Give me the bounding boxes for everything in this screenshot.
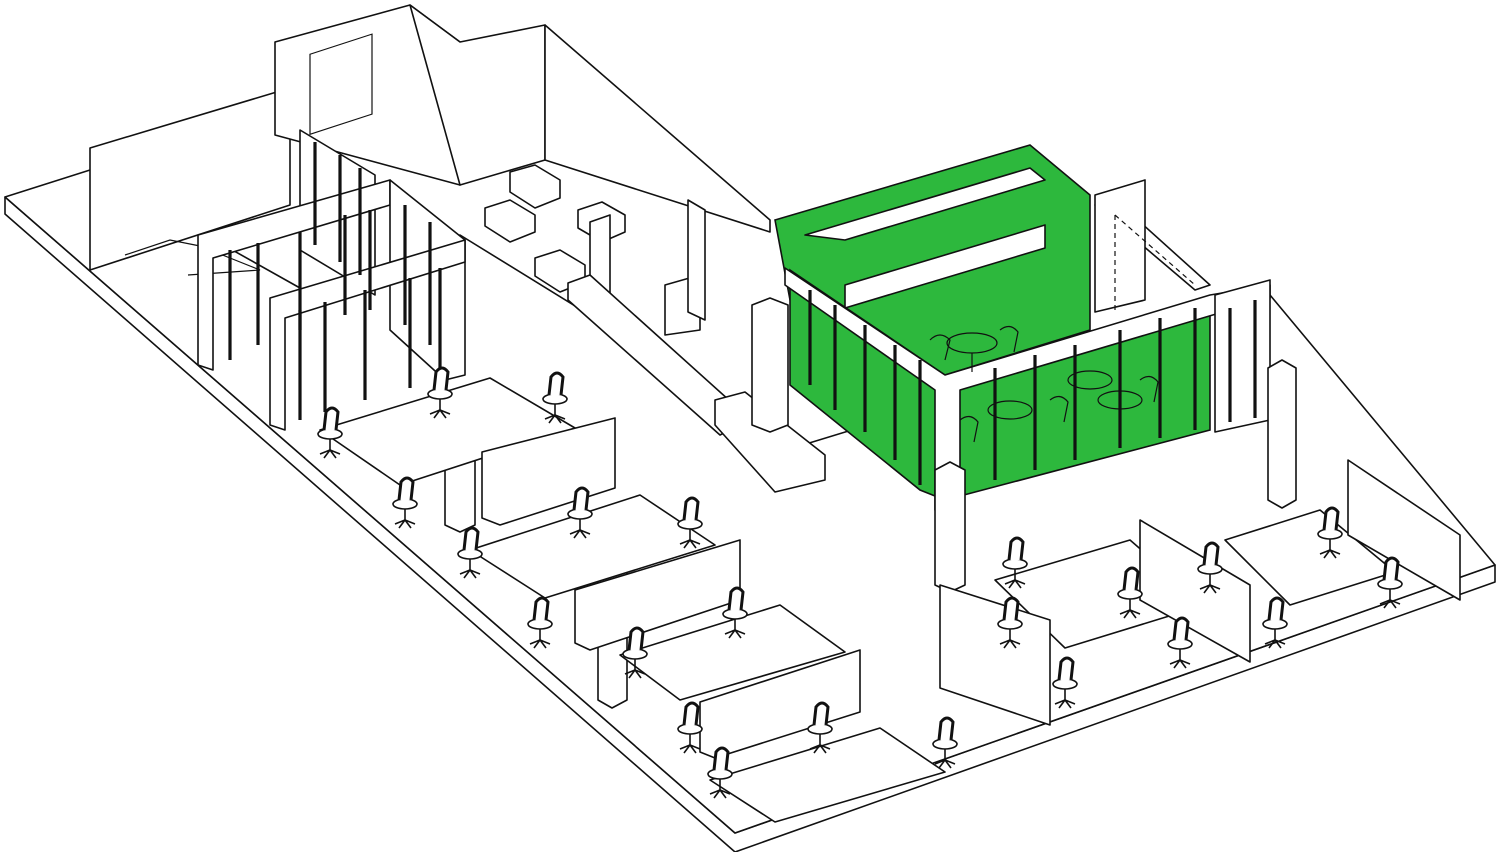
office-chair (1317, 506, 1343, 559)
office-chair (317, 406, 343, 459)
workstation-clusters (319, 377, 1461, 823)
office-chair (1052, 656, 1078, 709)
office-chair (997, 596, 1023, 649)
office-chair (1002, 536, 1028, 589)
office-chair (1167, 616, 1193, 669)
corridor-furniture (484, 164, 826, 493)
office-chair (722, 586, 748, 639)
office-chair (1117, 566, 1143, 619)
office-chair (542, 371, 568, 424)
office-chair (1377, 556, 1403, 609)
office-chair (1262, 596, 1288, 649)
office-chair (932, 716, 958, 769)
office-chairs (317, 366, 1403, 799)
office-chair (677, 496, 703, 549)
office-chair (622, 626, 648, 679)
office-chair (677, 701, 703, 754)
office-chair (457, 526, 483, 579)
green-lounge-room (774, 144, 1271, 511)
office-chair (567, 486, 593, 539)
back-left-offices (89, 4, 771, 276)
office-chair (392, 476, 418, 529)
office-chair (807, 701, 833, 754)
left-glass-rooms (197, 129, 466, 431)
office-chair (1197, 541, 1223, 594)
office-chair (427, 366, 453, 419)
office-chair (707, 746, 733, 799)
office-chair (527, 596, 553, 649)
